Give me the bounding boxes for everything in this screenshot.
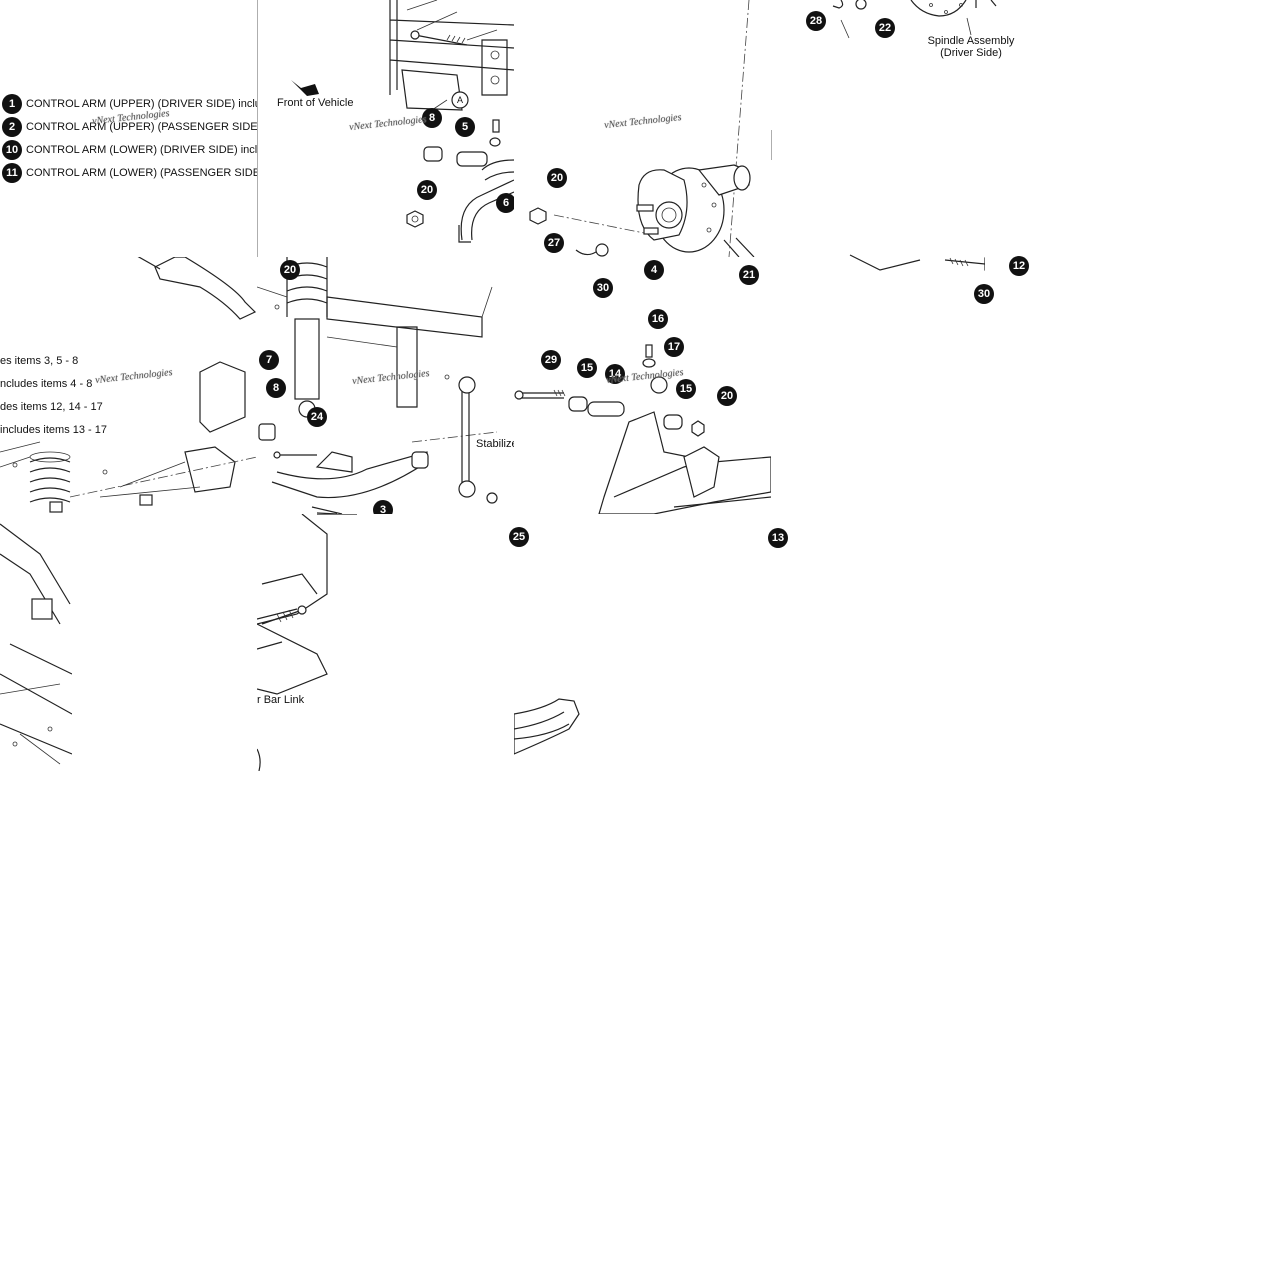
callout-badge: 25 bbox=[509, 527, 529, 547]
spindle-label-drawing bbox=[771, 0, 997, 160]
bar-link-drawing bbox=[257, 514, 357, 771]
callout-badge: 21 bbox=[739, 265, 759, 285]
callout-badge: 28 bbox=[806, 11, 826, 31]
callout-badge: 27 bbox=[544, 233, 564, 253]
diagram-tile-spindle: 20 27 vNext Technologies bbox=[514, 0, 771, 257]
lower-arm-drawing bbox=[514, 344, 771, 514]
callout-badge: 20 bbox=[717, 386, 737, 406]
callout-badge: 17 bbox=[664, 337, 684, 357]
callout-badge: 15 bbox=[676, 379, 696, 399]
callout-badge: 11 bbox=[2, 163, 22, 184]
front-of-vehicle-label: Front of Vehicle bbox=[277, 97, 354, 109]
legend-continued: des items 12, 14 - 17 bbox=[0, 401, 103, 413]
legend-continued: es items 3, 5 - 8 bbox=[0, 355, 79, 367]
legend-text: CONTROL ARM (LOWER) (DRIVER SIDE) includ bbox=[26, 144, 257, 157]
diagram-tile-lower-left bbox=[0, 514, 72, 771]
callout-badge: 22 bbox=[875, 18, 895, 38]
callout-badge: 8 bbox=[422, 108, 442, 128]
reference-label-a: A bbox=[456, 95, 463, 105]
diagram-tile-bar-link: r Bar Link bbox=[257, 514, 514, 771]
callout-badge: 7 bbox=[259, 350, 279, 370]
callout-badge: 6 bbox=[496, 193, 514, 213]
callout-badge: 16 bbox=[648, 309, 668, 329]
callout-badge: 20 bbox=[417, 180, 437, 200]
legend-row: 10 CONTROL ARM (LOWER) (DRIVER SIDE) incl… bbox=[2, 140, 257, 161]
callout-badge: 29 bbox=[541, 350, 561, 370]
diagram-tile-shock-arm: 20 7 8 24 3 Stabilize vNext Technologies bbox=[257, 257, 514, 514]
diagram-tile-lower-arm: 16 17 29 15 14 15 20 vNext Technologies bbox=[514, 257, 771, 514]
spindle-drawing bbox=[529, 0, 755, 257]
callout-badge: 30 bbox=[974, 284, 994, 304]
callout-badge: 20 bbox=[547, 168, 567, 188]
lower-bolt-drawing bbox=[849, 254, 985, 271]
legend-text: CONTROL ARM (LOWER) (PASSENGER SIDE) i bbox=[26, 167, 257, 180]
legend-panel: 1 CONTROL ARM (UPPER) (DRIVER SIDE) inclu… bbox=[0, 0, 257, 257]
callout-badge: 30 bbox=[593, 278, 613, 298]
frame-upper-drawing bbox=[257, 0, 514, 257]
callout-badge: 13 bbox=[768, 528, 788, 548]
callout-badge: 14 bbox=[605, 364, 625, 384]
callout-badge: 3 bbox=[373, 500, 393, 514]
callout-badge: 10 bbox=[2, 140, 22, 161]
legend-continued: includes items 13 - 17 bbox=[0, 424, 107, 436]
lower-left-drawing bbox=[0, 523, 72, 765]
callout-badge: 2 bbox=[2, 117, 22, 138]
diagram-tile-left-chassis: 29 es items 3, 5 - 8 ncludes items 4 - 8… bbox=[0, 257, 257, 514]
legend-text: CONTROL ARM (UPPER) (PASSENGER SIDE) in bbox=[26, 121, 257, 134]
legend-continued: ncludes items 4 - 8 bbox=[0, 378, 93, 390]
legend-row: 11 CONTROL ARM (LOWER) (PASSENGER SIDE) i bbox=[2, 163, 257, 184]
spindle-assembly-label: Spindle Assembly (Driver Side) bbox=[921, 35, 1021, 59]
callout-badge: 12 bbox=[1009, 256, 1029, 276]
callout-badge: 20 bbox=[280, 260, 300, 280]
spindle-assembly-side: (Driver Side) bbox=[940, 47, 1002, 59]
diagram-tile-arm-piece bbox=[514, 514, 771, 771]
legend-text: CONTROL ARM (UPPER) (DRIVER SIDE) includ… bbox=[26, 98, 257, 111]
callout-badge: 1 bbox=[2, 94, 22, 115]
callout-badge: 24 bbox=[307, 407, 327, 427]
spindle-assembly-title: Spindle Assembly bbox=[927, 35, 1015, 47]
bar-link-label: r Bar Link bbox=[257, 694, 305, 706]
stabilizer-label: Stabilize bbox=[476, 438, 514, 450]
legend-row: 1 CONTROL ARM (UPPER) (DRIVER SIDE) inclu… bbox=[2, 94, 257, 115]
arm-piece-drawing bbox=[514, 698, 580, 755]
callout-badge: 5 bbox=[455, 117, 475, 137]
diagram-tile-spindle-label: 28 22 Spindle Assembly (Driver Side) bbox=[771, 0, 1028, 257]
callout-badge: 8 bbox=[266, 378, 286, 398]
legend-row: 2 CONTROL ARM (UPPER) (PASSENGER SIDE) in bbox=[2, 117, 257, 138]
shock-arm-drawing bbox=[257, 257, 498, 514]
callout-badge: 15 bbox=[577, 358, 597, 378]
callout-badge: 4 bbox=[644, 260, 664, 280]
diagram-tile-frame-upper: 20 5 6 8 A Front of Vehicle vNext Techno… bbox=[257, 0, 514, 257]
left-chassis-drawing bbox=[0, 257, 257, 513]
